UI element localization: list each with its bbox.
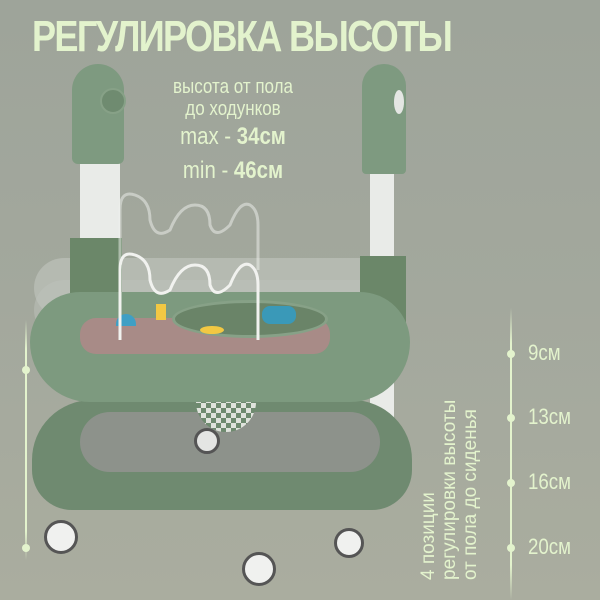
scale-label-20: 20см (528, 534, 572, 559)
caption-line1: 4 позиции (418, 492, 439, 580)
right-post-cap (362, 64, 406, 174)
seat-opening (172, 300, 328, 338)
min-height: min - 46см (161, 154, 306, 188)
scale-label-16: 16см (528, 469, 572, 494)
bead-maze (118, 192, 260, 340)
scale-dot-9 (507, 350, 515, 358)
scale-dot-20 (507, 544, 515, 552)
seat-scale-caption: 4 позиции регулировки высоты от пола до … (418, 400, 481, 580)
max-height: max - 34см (161, 120, 306, 154)
scale-dot-16 (507, 479, 515, 487)
max-value: 34см (236, 123, 286, 150)
scale-label-13: 13см (528, 404, 572, 429)
max-label: max - (180, 123, 237, 150)
min-value: 46см (233, 157, 284, 184)
min-label: min - (182, 157, 234, 184)
toy-star (156, 304, 166, 320)
toy-disc (200, 326, 224, 334)
wheel (44, 520, 78, 554)
left-post-cap (72, 64, 124, 164)
left-line-dot (22, 366, 30, 374)
seat-height-scale-line (510, 308, 512, 600)
left-height-line (25, 320, 27, 560)
left-line-dot (22, 544, 30, 552)
wheel (194, 428, 220, 454)
scale-label-9: 9см (528, 340, 561, 365)
scale-dot-13 (507, 414, 515, 422)
knob-icon (100, 88, 126, 114)
caption-line2: регулировки высоты (439, 399, 460, 580)
walker-height-info: высота от пола до ходунков max - 34см mi… (148, 76, 318, 188)
toy-drum (262, 306, 296, 324)
caption-line3: от пола до сиденья (460, 409, 481, 580)
walker-height-line1: высота от пола (172, 76, 294, 98)
page-title: РЕГУЛИРОВКА ВЫСОТЫ (32, 12, 453, 61)
walker-height-line2: до ходунков (185, 98, 281, 120)
wheel (334, 528, 364, 558)
wheel (242, 552, 276, 586)
knob-icon (394, 90, 404, 114)
